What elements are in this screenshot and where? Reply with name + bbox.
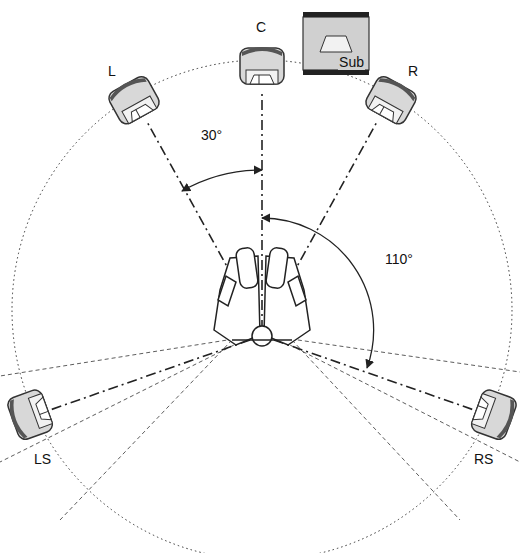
speaker-label: L bbox=[108, 64, 116, 79]
speaker-label: R bbox=[408, 64, 418, 79]
angle-arc bbox=[182, 170, 262, 191]
listening-circle bbox=[12, 60, 512, 553]
speaker-label-node: C bbox=[256, 20, 266, 35]
speaker-label-node: RS bbox=[474, 452, 493, 467]
subwoofer bbox=[303, 17, 369, 70]
dispersion-lines bbox=[0, 338, 520, 520]
speaker bbox=[106, 73, 162, 127]
subwoofer-box: Sub bbox=[303, 12, 369, 75]
speaker bbox=[5, 388, 55, 442]
speaker bbox=[469, 388, 519, 442]
speaker-label-node: L bbox=[108, 64, 116, 79]
speaker-label-node: R bbox=[408, 64, 418, 79]
speaker bbox=[240, 47, 284, 84]
speaker-label: Sub bbox=[338, 55, 365, 70]
listener-seats bbox=[214, 247, 310, 346]
speaker-label: RS bbox=[474, 452, 493, 467]
angle-arc bbox=[262, 218, 374, 368]
speaker-label-node: LS bbox=[34, 452, 51, 467]
speaker-label: LS bbox=[34, 452, 51, 467]
angle-label: 110° bbox=[384, 252, 414, 267]
axis-lines bbox=[50, 90, 474, 410]
angle-label: 30° bbox=[200, 128, 223, 143]
speaker bbox=[363, 73, 419, 127]
speaker-label: C bbox=[256, 20, 266, 35]
